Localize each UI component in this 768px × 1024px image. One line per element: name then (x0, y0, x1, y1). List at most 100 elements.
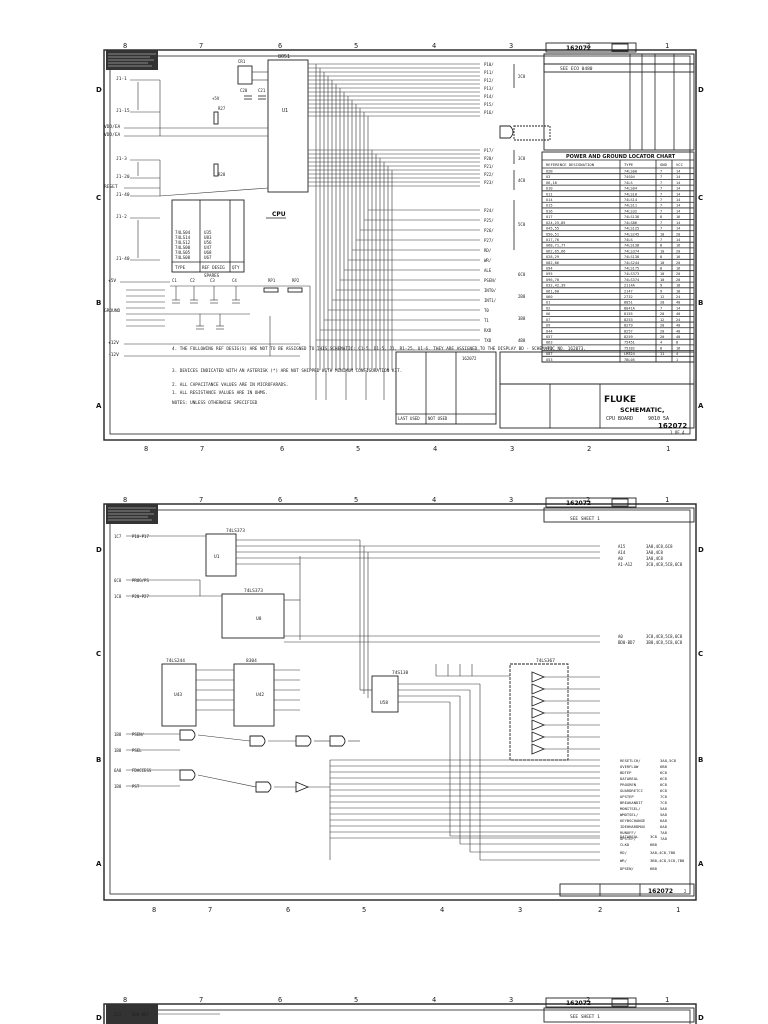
svg-text:3A8,4C8: 3A8,4C8 (646, 556, 663, 561)
sheet-2-zone-numbers-top: 8 7 6 5 4 3 2 1 (123, 496, 669, 504)
power-chart-cell: U11 (546, 192, 553, 196)
sheet-3-revision-block: 162072 SEE SHEET 1 (543, 997, 695, 1023)
svg-text:P15/: P15/ (484, 102, 494, 107)
bottom-signal-label: CLKD (620, 842, 630, 847)
power-chart-cell: U68,71,77 (546, 244, 565, 248)
bottom-signal-ref: 6B8 (650, 842, 658, 847)
output-signal-ref: 3A8,5C8 (660, 758, 677, 763)
svg-text:D: D (96, 546, 102, 554)
svg-text:CPU: CPU (272, 211, 286, 218)
svg-text:TYPE: TYPE (175, 265, 186, 270)
power-chart-cell: 8041A (624, 306, 636, 310)
svg-text:A: A (96, 402, 102, 410)
svg-text:8304: 8304 (246, 658, 257, 664)
power-chart-cell: 20 (660, 312, 664, 316)
svg-text:A: A (698, 860, 704, 868)
svg-text:U67: U67 (204, 255, 212, 260)
svg-text:U83: U83 (204, 235, 212, 240)
power-chart-cell: 20 (660, 324, 664, 328)
sheet-3-zone-letter: D (96, 1014, 102, 1022)
svg-text:4. THE FOLLOWING REF DESIG(S): 4. THE FOLLOWING REF DESIG(S) ARE NOT TO… (172, 346, 586, 352)
svg-text:1B8: 1B8 (114, 732, 122, 737)
power-chart-cell: 24 (676, 295, 680, 299)
svg-text:3. DEVICES INDICATED WITH AN A: 3. DEVICES INDICATED WITH AN ASTERISK (*… (172, 368, 402, 374)
sheet-3-left-ref: 2C2 (114, 1012, 122, 1017)
svg-text:3B8: 3B8 (518, 316, 526, 321)
power-chart-cell: U50,51 (546, 232, 559, 236)
power-chart-cell: 40 (676, 312, 680, 316)
power-chart-cell: 74LS138 (624, 244, 639, 248)
svg-text:U1: U1 (214, 554, 220, 560)
power-chart-cell: 20 (660, 301, 664, 305)
power-chart-cell: 4 (676, 352, 678, 356)
power-chart-cell: 8259 (624, 335, 633, 339)
svg-text:8: 8 (144, 445, 148, 453)
power-chart-cell: 7 (660, 187, 662, 191)
svg-text:+5V: +5V (212, 96, 220, 101)
svg-text:A: A (698, 402, 704, 410)
svg-text:C1: C1 (172, 278, 177, 283)
power-chart-cell: 20 (676, 278, 680, 282)
svg-text:P26/: P26/ (484, 228, 494, 233)
svg-text:3: 3 (509, 42, 513, 50)
sheet-2-right-signals: A15 3A8,4C8,6C8 A14 3A8,4C8 A0 3A8,4C8 A… (618, 544, 685, 871)
svg-text:7: 7 (208, 906, 212, 914)
chip-74ls373-u8: 74LS373 U8 (221, 588, 285, 639)
svg-text:1B8: 1B8 (114, 784, 122, 789)
svg-text:U58: U58 (380, 700, 388, 706)
svg-text:A15: A15 (618, 544, 626, 549)
power-chart-cell: 14 (676, 187, 680, 191)
bottom-signal-label: DATAREAL (620, 834, 639, 839)
svg-text:3A8,4C8: 3A8,4C8 (646, 550, 663, 555)
power-chart-cell: 10 (660, 249, 664, 253)
power-chart-cell: 18 (676, 289, 680, 293)
svg-text:C: C (698, 650, 703, 658)
power-chart-cell: U87 (546, 352, 553, 356)
svg-text:2: 2 (586, 496, 590, 504)
svg-text:P11/: P11/ (484, 70, 494, 75)
sheet-1-gate (499, 125, 551, 141)
svg-text:3C8,4C8,5C8,6C8: 3C8,4C8,5C8,6C8 (646, 562, 683, 567)
svg-text:8051: 8051 (278, 54, 290, 60)
output-signal-label: UPSTEP/ (620, 836, 636, 841)
power-chart-cell: 74S04 (624, 175, 635, 179)
crystal: CR1 (237, 59, 268, 85)
power-chart-cell: U63 (546, 341, 553, 345)
svg-text:+12V: +12V (108, 340, 119, 346)
power-chart-cell: 20 (676, 249, 680, 253)
svg-text:P20/: P20/ (484, 156, 494, 161)
power-chart-cell: 40 (676, 324, 680, 328)
power-chart-cell: 8 (660, 267, 662, 271)
output-signal-label: PROGREN (620, 782, 637, 787)
power-chart-cell: 7 (660, 204, 662, 208)
sheet-3-left-signal: BD0-BD7 (132, 1012, 149, 1017)
power-chart-cell: 20 (676, 232, 680, 236)
svg-text:5: 5 (354, 496, 358, 504)
svg-text:P10/: P10/ (484, 62, 494, 67)
svg-text:D: D (698, 546, 704, 554)
svg-text:R27: R27 (218, 106, 226, 111)
svg-text:3: 3 (509, 996, 513, 1004)
power-chart-cell: 74LS32 (624, 209, 637, 213)
power-chart-cell: 14 (676, 198, 680, 202)
power-chart-cell: 10 (660, 272, 664, 276)
svg-text:PSEN/: PSEN/ (484, 278, 497, 283)
svg-text:3A8,4C8,6C8: 3A8,4C8,6C8 (646, 544, 673, 549)
svg-text:7: 7 (199, 996, 203, 1004)
svg-text:2: 2 (586, 42, 590, 50)
sheet-2-wiring (126, 535, 600, 861)
power-chart-cell: U16 (546, 209, 553, 213)
power-chart-cell: 8279 (624, 324, 633, 328)
svg-text:2: 2 (586, 996, 590, 1004)
svg-text:1: 1 (665, 996, 669, 1004)
svg-text:4: 4 (432, 42, 436, 50)
power-chart-cell: 8 (660, 215, 662, 219)
output-signal-ref: 6B8 (660, 764, 668, 769)
power-chart-cell: 2147 (624, 289, 633, 293)
svg-text:4: 4 (432, 996, 436, 1004)
power-chart-cell: 7 (660, 198, 662, 202)
svg-text:3B8,4C8,5C8,6C8: 3B8,4C8,5C8,6C8 (646, 640, 683, 645)
svg-text:GND: GND (660, 162, 668, 167)
sheet-2-frame (103, 503, 697, 901)
sheet-2-title-block: 162072 2 (559, 883, 695, 897)
